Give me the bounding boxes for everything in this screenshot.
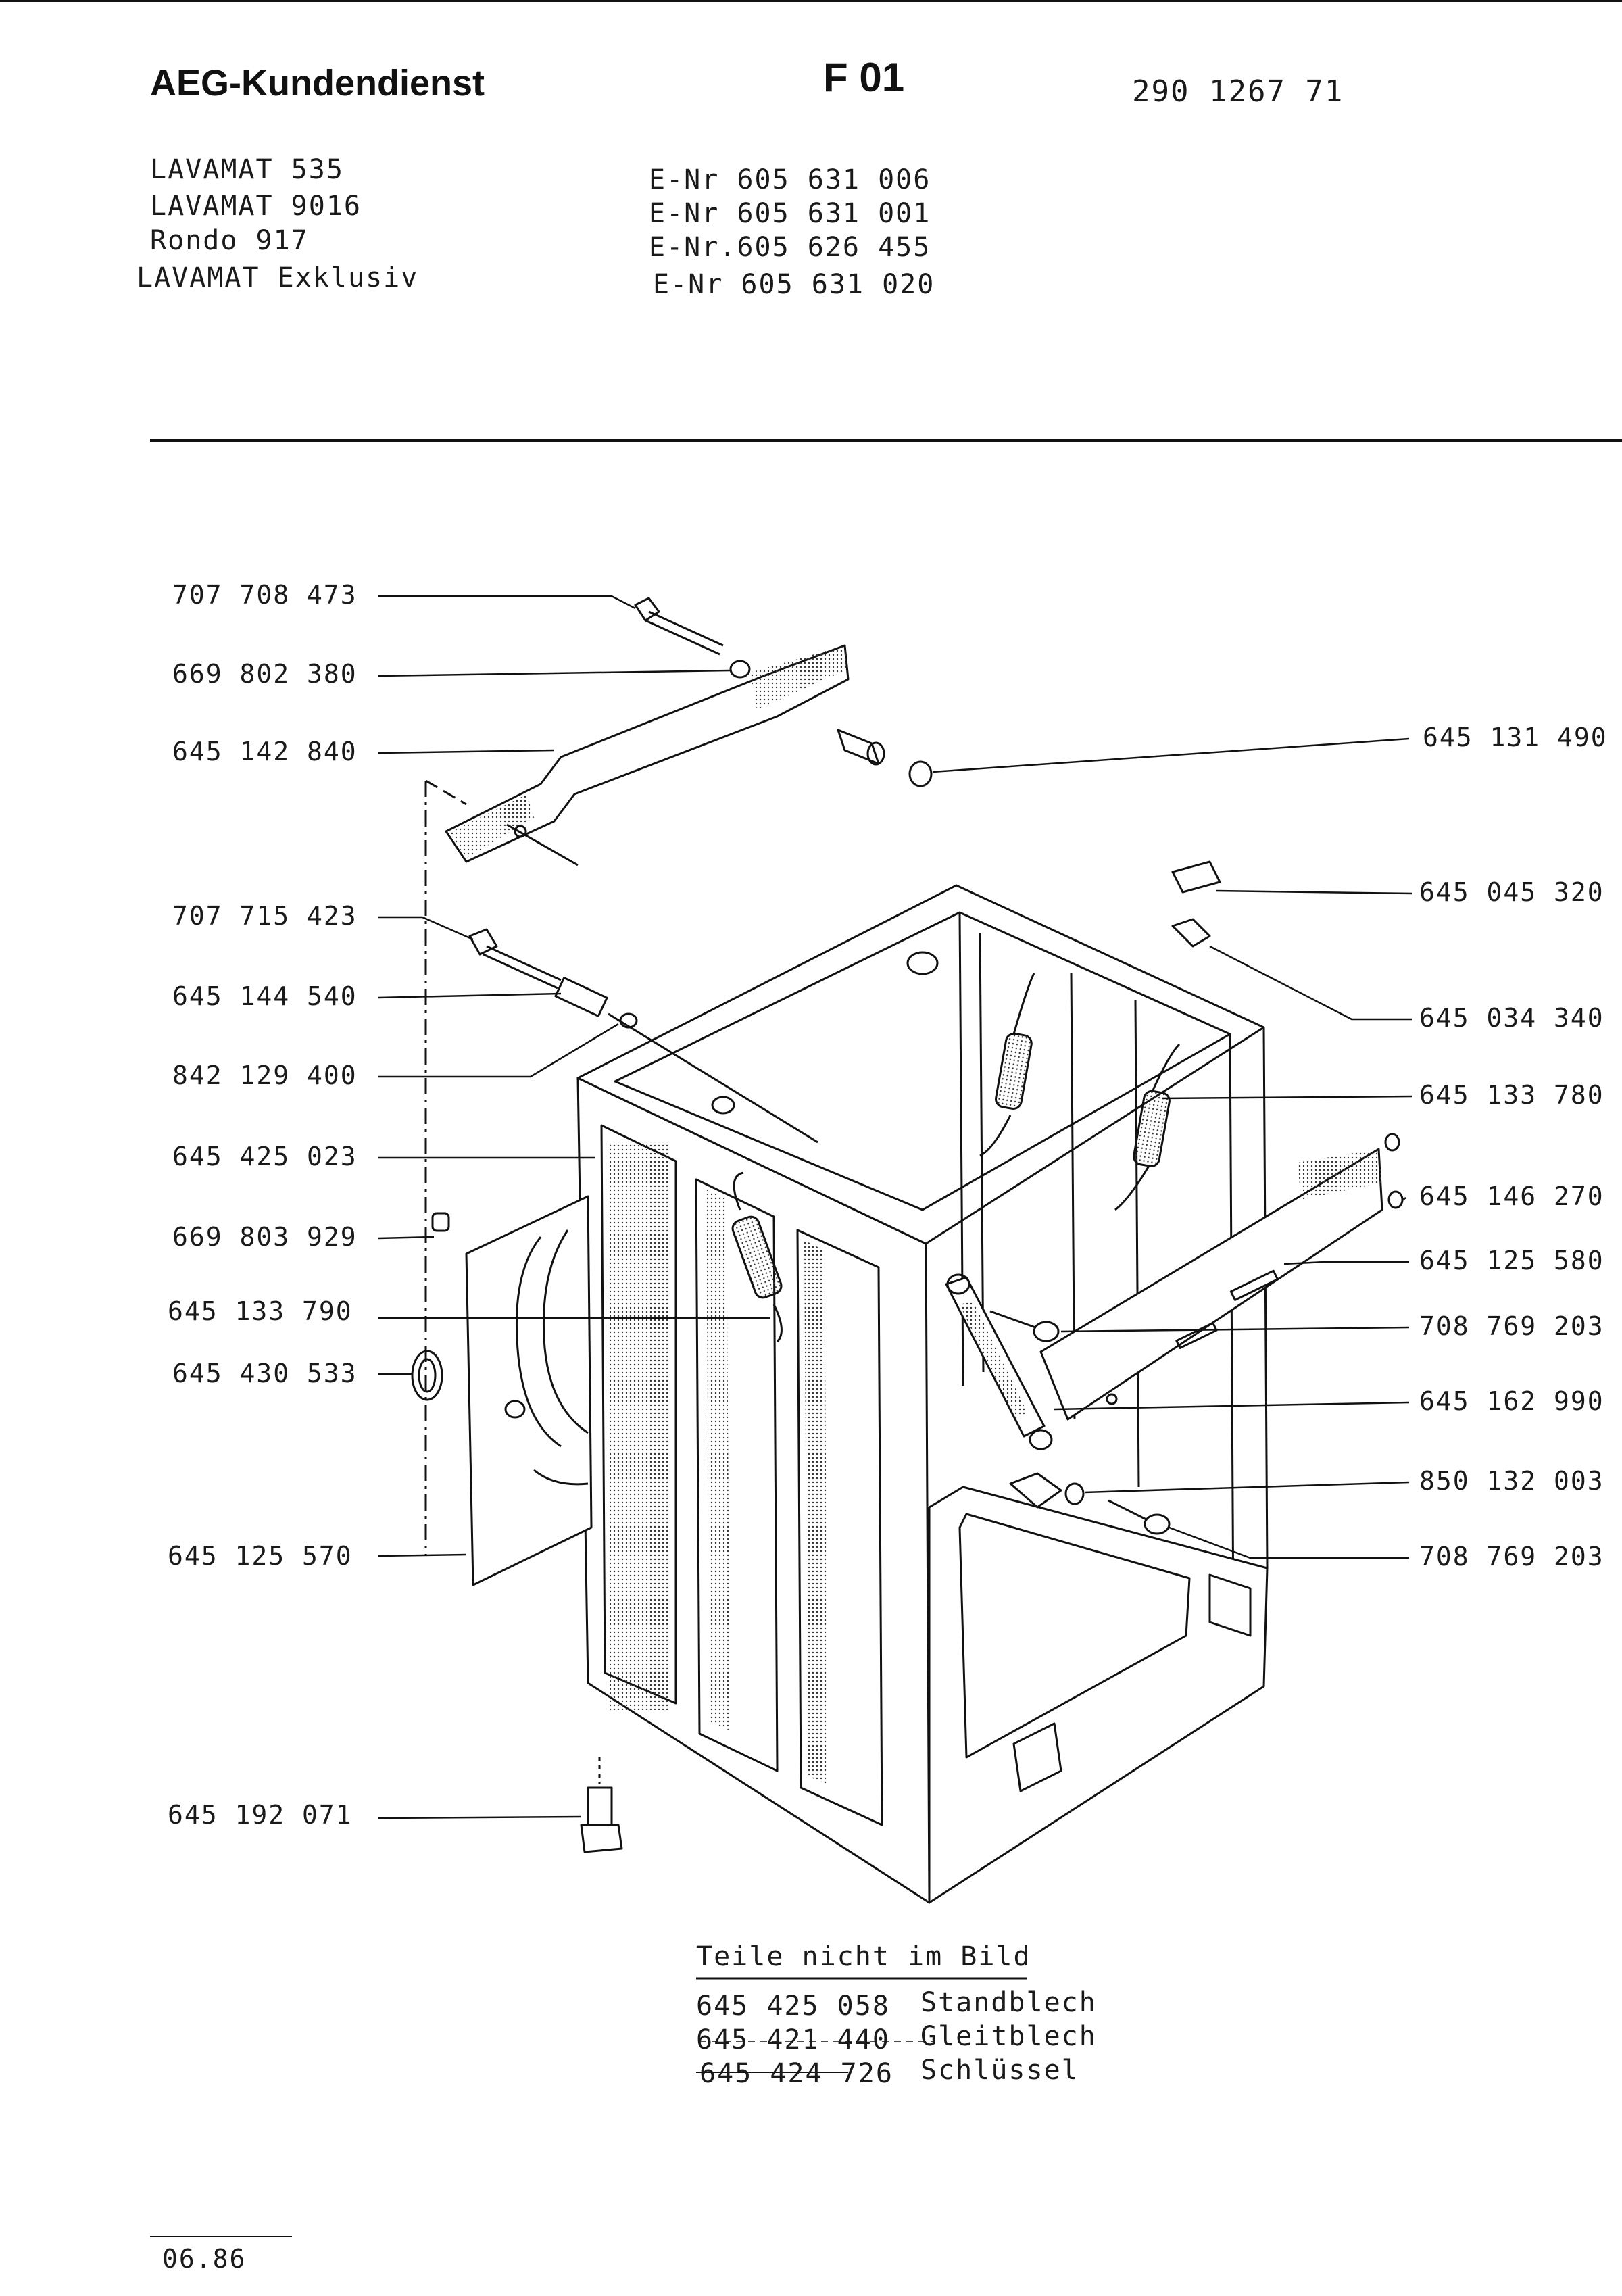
cabinet-side-panel <box>576 1077 931 1904</box>
label-707708473: 707 708 473 <box>172 580 358 610</box>
clip-upper <box>1171 860 1221 894</box>
label-645162990: 645 162 990 <box>1419 1386 1604 1416</box>
shock-absorber <box>945 1273 1053 1450</box>
label-707715423: 707 715 423 <box>172 901 358 931</box>
bolt-mid <box>468 928 818 1144</box>
label-842129400: 842 129 400 <box>172 1060 358 1090</box>
bushing-part <box>837 729 933 787</box>
label-645131490: 645 131 490 <box>1423 723 1608 752</box>
section-code: F 01 <box>823 55 905 100</box>
label-708769203-lower: 708 769 203 <box>1419 1542 1604 1571</box>
label-645425023: 645 425 023 <box>172 1142 358 1171</box>
model-enr-1: E-Nr 605 631 006 <box>649 164 931 195</box>
bolt-top <box>634 597 751 679</box>
model-enr-3: E-Nr.605 626 455 <box>649 232 931 263</box>
not-shown-title: Teile nicht im Bild <box>696 1941 1031 1972</box>
model-name-4: LAVAMAT Exklusiv <box>137 262 419 293</box>
clip-lower <box>1171 918 1211 948</box>
top-rule <box>0 0 1622 2</box>
seal-ring <box>411 1350 443 1401</box>
label-645192071: 645 192 071 <box>168 1800 353 1830</box>
not-shown-name-2: Gleitblech <box>920 2021 1097 2052</box>
label-645142840: 645 142 840 <box>172 737 358 766</box>
label-708769203-upper: 708 769 203 <box>1419 1311 1604 1341</box>
label-645133790: 645 133 790 <box>168 1296 353 1326</box>
small-nut <box>1384 1133 1404 1209</box>
label-645034340: 645 034 340 <box>1419 1003 1604 1033</box>
label-645125580: 645 125 580 <box>1419 1246 1604 1275</box>
washer <box>1064 1482 1085 1505</box>
spring-left <box>731 1171 783 1343</box>
label-645430533: 645 430 533 <box>172 1359 358 1388</box>
not-shown-name-1: Standblech <box>920 1987 1097 2018</box>
label-645125570: 645 125 570 <box>168 1541 353 1571</box>
header-divider <box>150 439 1622 442</box>
label-669803929: 669 803 929 <box>172 1222 358 1252</box>
screw-lower <box>1108 1499 1171 1535</box>
document-number: 290 1267 71 <box>1132 74 1344 109</box>
model-name-2: LAVAMAT 9016 <box>150 191 362 222</box>
bracket-small <box>1009 1472 1062 1509</box>
not-shown-number-2: 645 421 440 <box>696 2024 890 2055</box>
small-clip <box>431 1212 450 1232</box>
not-shown-name-3: Schlüssel <box>920 2055 1079 2086</box>
not-shown-number-3: 645 424 726 <box>699 2058 893 2089</box>
label-669802380: 669 802 380 <box>172 659 358 689</box>
label-645133780: 645 133 780 <box>1419 1080 1604 1110</box>
screw-upper <box>989 1310 1060 1342</box>
label-850132003: 850 132 003 <box>1419 1466 1604 1496</box>
not-shown-number-1: 645 425 058 <box>696 1990 890 2022</box>
footer-rule <box>150 2236 292 2237</box>
spring-right-1 <box>979 973 1035 1157</box>
label-645146270: 645 146 270 <box>1419 1181 1604 1211</box>
model-name-3: Rondo 917 <box>150 225 309 256</box>
cross-brace <box>445 644 850 866</box>
model-enr-4: E-Nr 605 631 020 <box>653 269 935 300</box>
label-645045320: 645 045 320 <box>1419 877 1604 907</box>
door-panel <box>465 1195 593 1586</box>
rear-rail <box>1039 1148 1383 1421</box>
cabinet-base <box>928 1486 1269 1904</box>
footer-date: 06.86 <box>162 2244 247 2274</box>
adjustable-foot <box>580 1757 623 1853</box>
company-name: AEG-Kundendienst <box>150 63 485 103</box>
model-name-1: LAVAMAT 535 <box>150 154 344 185</box>
model-enr-2: E-Nr 605 631 001 <box>649 198 931 229</box>
label-645144540: 645 144 540 <box>172 981 358 1011</box>
spring-right-2 <box>1114 1043 1181 1211</box>
